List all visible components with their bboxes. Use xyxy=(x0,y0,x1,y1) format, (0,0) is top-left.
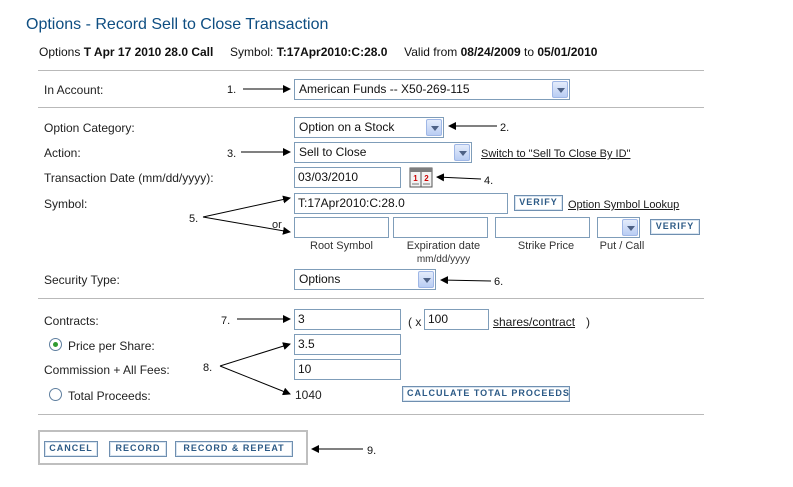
multiplier-open-paren: ( x xyxy=(408,315,422,329)
summary-valid-to: 05/01/2010 xyxy=(537,45,598,59)
annotation-5: 5. xyxy=(189,213,199,225)
expiration-format-caption: mm/dd/yyyy xyxy=(416,254,471,265)
divider xyxy=(38,107,704,108)
divider xyxy=(38,70,704,71)
annotation-3: 3. xyxy=(227,148,237,160)
arrow-8a xyxy=(219,342,291,367)
arrow-8b xyxy=(219,365,291,396)
chevron-down-icon[interactable] xyxy=(426,119,442,136)
annotation-9: 9. xyxy=(367,445,377,457)
symbol-input[interactable]: T:17Apr2010:C:28.0 xyxy=(294,193,508,214)
option-category-select[interactable]: Option on a Stock xyxy=(294,117,444,138)
commission-input[interactable]: 10 xyxy=(294,359,401,380)
annotation-1: 1. xyxy=(227,84,237,96)
chevron-down-icon[interactable] xyxy=(418,271,434,288)
total-proceeds-value: 1040 xyxy=(295,388,322,402)
summary-valid-from-label: Valid from xyxy=(404,45,458,59)
summary-to-label: to xyxy=(524,45,535,59)
price-per-share-input[interactable]: 3.5 xyxy=(294,334,401,355)
action-buttons-group xyxy=(38,430,308,465)
multiplier-close-paren: ) xyxy=(586,315,590,329)
contracts-input[interactable]: 3 xyxy=(294,309,401,330)
multiplier-input[interactable]: 100 xyxy=(424,309,489,330)
chevron-down-icon[interactable] xyxy=(454,144,470,161)
strike-price-input[interactable] xyxy=(495,217,590,238)
price-per-share-label: Price per Share: xyxy=(68,339,155,353)
summary-valid-from: 08/24/2009 xyxy=(460,45,521,59)
price-per-share-radio[interactable] xyxy=(49,338,62,351)
symbol-label: Symbol: xyxy=(44,197,88,211)
svg-text:2: 2 xyxy=(424,174,429,183)
account-value: American Funds -- X50-269-115 xyxy=(299,82,470,96)
annotation-4: 4. xyxy=(484,175,494,187)
root-symbol-caption: Root Symbol xyxy=(310,240,373,252)
account-select[interactable]: American Funds -- X50-269-115 xyxy=(294,79,570,100)
put-call-caption: Put / Call xyxy=(599,240,645,252)
account-label: In Account: xyxy=(44,83,104,97)
calculate-total-proceeds-button[interactable]: CALCULATE TOTAL PROCEEDS xyxy=(402,386,570,402)
transaction-date-input[interactable]: 03/03/2010 xyxy=(294,167,401,188)
action-select[interactable]: Sell to Close xyxy=(294,142,472,163)
put-call-select[interactable] xyxy=(597,217,640,238)
annotation-6: 6. xyxy=(494,276,504,288)
shares-per-contract-link[interactable]: shares/contract xyxy=(493,315,576,329)
option-symbol-lookup-link[interactable]: Option Symbol Lookup xyxy=(568,199,680,211)
chevron-down-icon[interactable] xyxy=(622,219,638,236)
verify-components-button[interactable]: VERIFY xyxy=(650,219,700,235)
annotation-7: 7. xyxy=(221,315,231,327)
option-summary: Options T Apr 17 2010 28.0 Call Symbol: … xyxy=(39,45,597,59)
chevron-down-icon[interactable] xyxy=(552,81,568,98)
total-proceeds-radio[interactable] xyxy=(49,388,62,401)
expiration-date-input[interactable] xyxy=(393,217,488,238)
summary-symbol-value: T:17Apr2010:C:28.0 xyxy=(276,45,388,59)
option-category-label: Option Category: xyxy=(44,121,135,135)
divider xyxy=(38,414,704,415)
arrow-4 xyxy=(436,173,482,182)
arrow-5a xyxy=(202,195,291,218)
contracts-label: Contracts: xyxy=(44,314,99,328)
annotation-2: 2. xyxy=(500,122,510,134)
strike-price-caption: Strike Price xyxy=(517,240,575,252)
security-type-select[interactable]: Options xyxy=(294,269,436,290)
action-label: Action: xyxy=(44,146,81,160)
annotation-8: 8. xyxy=(203,362,213,374)
expiration-caption: Expiration date xyxy=(406,240,481,252)
summary-prefix: Options xyxy=(39,45,81,59)
transaction-date-label: Transaction Date (mm/dd/yyyy): xyxy=(44,171,214,185)
security-type-label: Security Type: xyxy=(44,273,120,287)
switch-sell-to-close-by-id-link[interactable]: Switch to "Sell To Close By ID" xyxy=(481,148,631,160)
root-symbol-input[interactable] xyxy=(294,217,389,238)
cancel-button[interactable]: CANCEL xyxy=(44,441,98,457)
or-label: or xyxy=(272,219,282,231)
record-and-repeat-button[interactable]: RECORD & REPEAT xyxy=(175,441,293,457)
total-proceeds-label: Total Proceeds: xyxy=(68,389,151,403)
record-button[interactable]: RECORD xyxy=(109,441,167,457)
action-value: Sell to Close xyxy=(299,145,367,159)
calendar-icon[interactable]: 1 2 xyxy=(409,166,433,188)
option-category-value: Option on a Stock xyxy=(299,120,395,134)
commission-label: Commission + All Fees: xyxy=(44,363,170,377)
summary-symbol-label: Symbol: xyxy=(230,45,274,59)
divider xyxy=(38,298,704,299)
arrow-6 xyxy=(440,276,492,285)
arrow-5b xyxy=(202,216,291,235)
security-type-value: Options xyxy=(299,272,341,286)
verify-symbol-button[interactable]: VERIFY xyxy=(514,195,563,211)
svg-text:1: 1 xyxy=(413,174,418,183)
page-title: Options - Record Sell to Close Transacti… xyxy=(26,16,329,33)
summary-option-name: T Apr 17 2010 28.0 Call xyxy=(83,45,214,59)
